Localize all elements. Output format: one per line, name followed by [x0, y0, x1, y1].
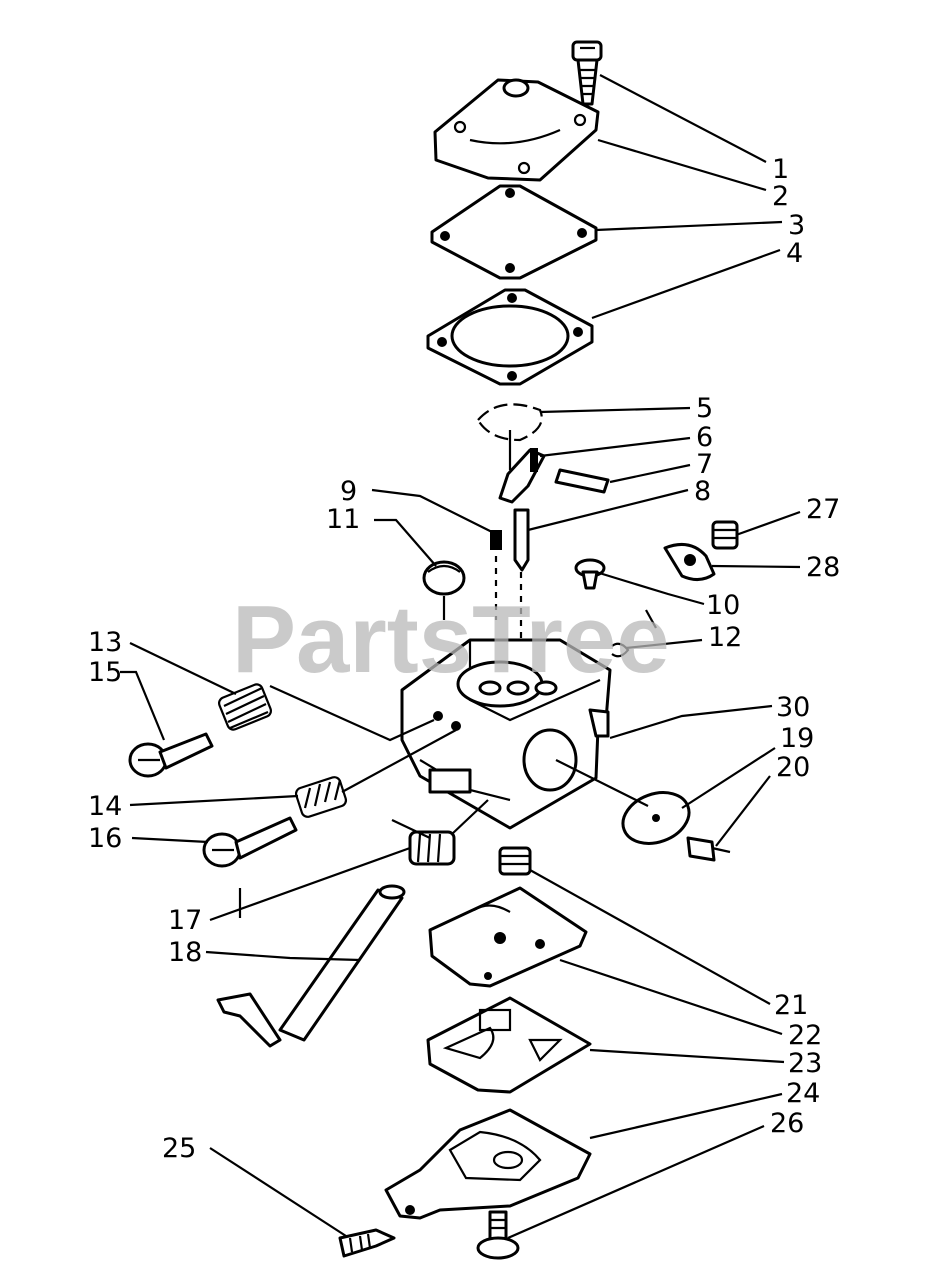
callout-4: 4 — [786, 238, 803, 269]
callout-3: 3 — [788, 210, 805, 241]
callout-23: 23 — [788, 1048, 822, 1079]
callout-8: 8 — [694, 476, 711, 507]
part-15-screw — [128, 732, 214, 778]
part-1-screw — [571, 40, 603, 106]
part-8-needle — [513, 508, 530, 640]
callout-27: 27 — [806, 494, 840, 525]
callout-12: 12 — [708, 622, 742, 653]
part-3-diaphragm — [430, 184, 598, 280]
part-28-plate — [663, 542, 716, 581]
callout-19: 19 — [780, 723, 814, 754]
callout-2: 2 — [772, 181, 789, 212]
part-23-gasket — [426, 996, 592, 1094]
callout-24: 24 — [786, 1078, 820, 1109]
part-14-spring — [294, 776, 348, 818]
part-11-plug — [422, 560, 466, 620]
part-25-needle — [338, 1228, 396, 1258]
part-18-throttle-shaft — [216, 884, 406, 1048]
callout-15: 15 — [88, 657, 122, 688]
part-21-fitting — [498, 846, 532, 876]
callout-1: 1 — [772, 154, 789, 185]
callout-14: 14 — [88, 791, 122, 822]
part-12-clip — [611, 609, 657, 658]
part-9-spring — [490, 530, 502, 620]
callout-11: 11 — [326, 504, 360, 535]
leader-lines — [120, 74, 801, 1240]
callout-5: 5 — [696, 393, 713, 424]
part-30-carburetor-body — [400, 638, 612, 830]
callout-22: 22 — [788, 1020, 822, 1051]
part-2-pump-cover — [433, 78, 600, 182]
part-24-pump-cover — [384, 1108, 592, 1220]
callout-30: 30 — [776, 692, 810, 723]
callout-21: 21 — [774, 990, 808, 1021]
part-7-pin — [554, 468, 610, 494]
callout-10: 10 — [706, 590, 740, 621]
callout-25: 25 — [162, 1133, 196, 1164]
part-5-disk — [476, 403, 543, 442]
callout-17: 17 — [168, 905, 202, 936]
callout-9: 9 — [340, 476, 357, 507]
part-26-screw — [476, 1210, 520, 1260]
part-20-screw — [686, 836, 731, 862]
callout-16: 16 — [88, 823, 122, 854]
callout-18: 18 — [168, 937, 202, 968]
part-throttle-spring — [391, 819, 456, 866]
part-19-throttle-plate — [621, 791, 691, 845]
callout-26: 26 — [770, 1108, 804, 1139]
part-22-pump-body — [428, 886, 588, 988]
part-27-fitting — [711, 520, 739, 550]
callout-6: 6 — [696, 422, 713, 453]
callout-28: 28 — [806, 552, 840, 583]
callout-20: 20 — [776, 752, 810, 783]
callout-13: 13 — [88, 627, 122, 658]
part-4-gasket — [426, 288, 594, 386]
callout-labels: 1 2 3 4 5 6 7 8 9 10 11 12 13 14 15 16 1… — [88, 154, 840, 1164]
callout-7: 7 — [696, 449, 713, 480]
part-13-spring — [218, 683, 272, 731]
part-6-lever — [498, 430, 546, 504]
part-16-screw — [202, 816, 298, 868]
watermark-text: PartsTree — [232, 586, 670, 693]
